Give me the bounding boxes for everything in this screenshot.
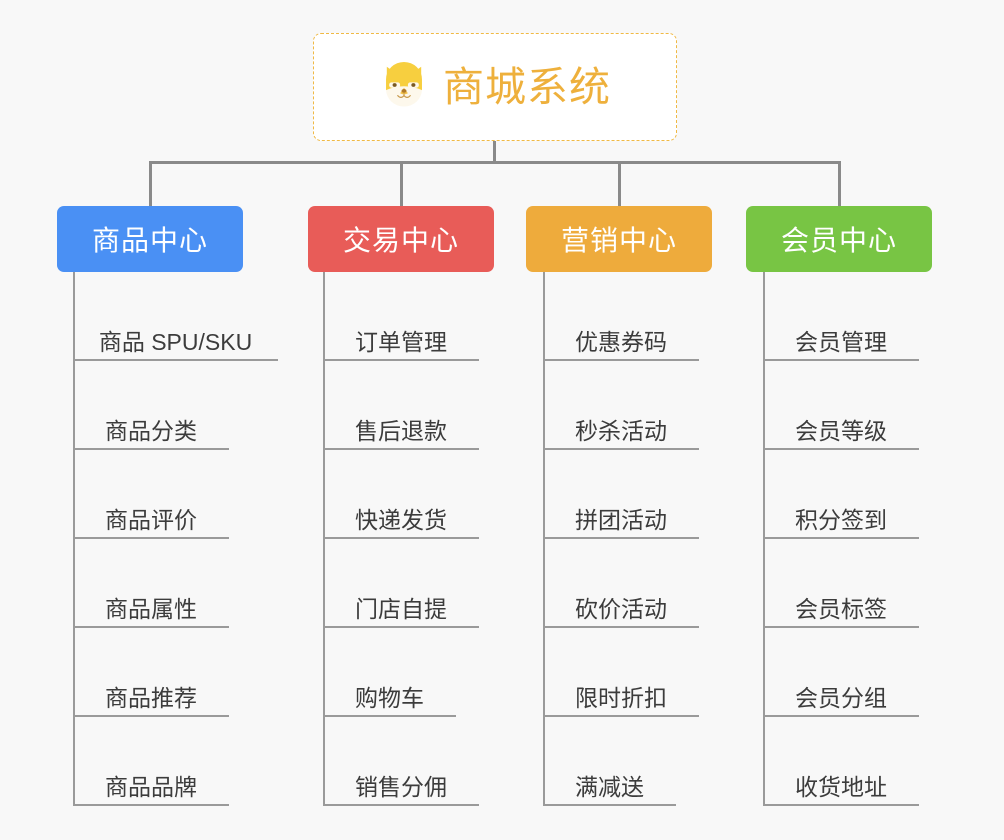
category-box-member-center[interactable]: 会员中心 [746,206,932,272]
category-box-product-center[interactable]: 商品中心 [57,206,243,272]
leaf-label: 会员标签 [795,595,887,622]
leaf-item[interactable]: 商品属性 [73,539,229,628]
leaf-label: 积分签到 [795,506,887,533]
leaf-label: 会员管理 [795,328,887,355]
connector-drop-member-center [838,161,841,207]
leaf-label: 门店自提 [355,595,447,622]
connector-drop-marketing-center [618,161,621,207]
leaf-label: 商品 SPU/SKU [98,328,253,355]
shiba-dog-icon [386,62,422,107]
leaf-item[interactable]: 商品推荐 [73,628,229,717]
leaf-item[interactable]: 满减送 [543,717,676,806]
root-title: 商城系统 [443,63,611,110]
leaf-label: 商品分类 [105,417,197,444]
leaf-label: 秒杀活动 [575,417,667,444]
connector-horizontal-bus [150,161,840,164]
leaf-label: 砍价活动 [575,595,667,622]
leaf-item[interactable]: 商品 SPU/SKU [73,272,278,361]
connector-drop-product-center [149,161,152,207]
leaf-item[interactable]: 收货地址 [763,717,919,806]
leaf-item[interactable]: 快递发货 [323,450,479,539]
leaf-item[interactable]: 会员等级 [763,361,919,450]
leaf-item[interactable]: 拼团活动 [543,450,699,539]
branch-spine [323,272,325,806]
leaf-label: 商品品牌 [105,773,197,800]
leaf-item[interactable]: 砍价活动 [543,539,699,628]
leaf-label: 商品评价 [105,506,197,533]
leaf-item[interactable]: 商品评价 [73,450,229,539]
leaf-label: 商品属性 [105,595,197,622]
branch-spine [73,272,75,806]
root-node[interactable]: 商城系统 [313,33,677,141]
leaf-item[interactable]: 会员管理 [763,272,919,361]
leaf-item[interactable]: 门店自提 [323,539,479,628]
leaf-label: 会员分组 [795,684,887,711]
leaf-label: 购物车 [355,684,424,711]
leaf-item[interactable]: 会员分组 [763,628,919,717]
leaf-item[interactable]: 销售分佣 [323,717,479,806]
leaf-label: 优惠券码 [575,328,667,355]
branch-spine [543,272,545,806]
leaf-item[interactable]: 秒杀活动 [543,361,699,450]
connector-drop-trade-center [400,161,403,207]
leaf-label: 订单管理 [355,328,447,355]
leaf-item[interactable]: 积分签到 [763,450,919,539]
leaf-item[interactable]: 订单管理 [323,272,479,361]
connector-root-stem [493,141,496,164]
leaf-item[interactable]: 售后退款 [323,361,479,450]
leaf-item[interactable]: 商品分类 [73,361,229,450]
category-box-trade-center[interactable]: 交易中心 [308,206,494,272]
category-title: 商品中心 [91,225,208,256]
branch-spine [763,272,765,806]
leaf-label: 限时折扣 [575,684,667,711]
leaf-label: 收货地址 [795,773,887,800]
category-title: 营销中心 [560,225,677,256]
category-title: 交易中心 [342,225,459,256]
leaf-item[interactable]: 购物车 [323,628,456,717]
leaf-label: 满减送 [575,773,644,800]
leaf-label: 会员等级 [795,417,887,444]
category-box-marketing-center[interactable]: 营销中心 [526,206,712,272]
leaf-item[interactable]: 会员标签 [763,539,919,628]
leaf-item[interactable]: 优惠券码 [543,272,699,361]
category-title: 会员中心 [780,225,897,256]
leaf-item[interactable]: 限时折扣 [543,628,699,717]
leaf-label: 销售分佣 [355,773,447,800]
leaf-label: 售后退款 [355,417,447,444]
leaf-item[interactable]: 商品品牌 [73,717,229,806]
leaf-label: 商品推荐 [105,684,197,711]
leaf-label: 快递发货 [355,506,447,533]
leaf-label: 拼团活动 [575,506,667,533]
